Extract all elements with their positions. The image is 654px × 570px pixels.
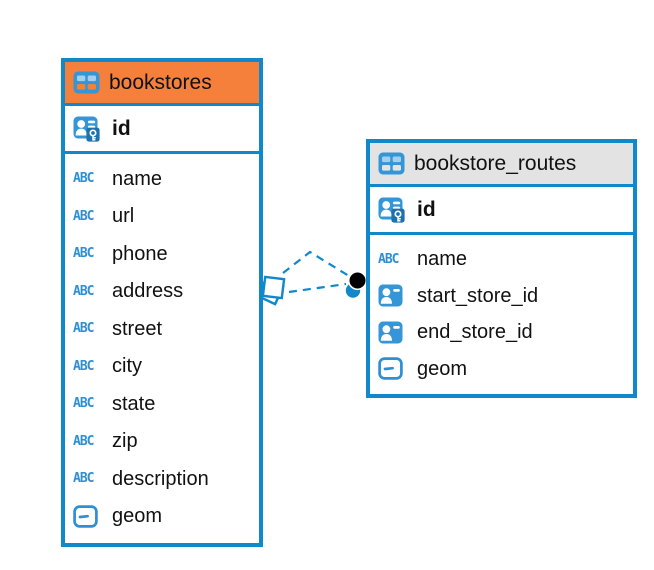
text-icon-slot: ABC (73, 285, 103, 298)
text-type-icon: ABC (73, 396, 95, 412)
table-title: bookstore_routes (414, 152, 577, 175)
column-row-state[interactable]: ABC state (65, 385, 259, 423)
text-icon-slot: ABC (73, 322, 103, 335)
column-name: name (417, 248, 468, 271)
foreign-key-icon-slot (378, 284, 408, 307)
text-icon-slot: ABC (73, 472, 103, 485)
column-name: street (112, 317, 163, 340)
column-name: state (112, 392, 156, 415)
table-title: bookstores (109, 71, 212, 94)
geometry-icon-slot (73, 505, 103, 528)
primary-key-name: id (417, 198, 436, 221)
geometry-type-icon (73, 505, 98, 528)
text-icon-slot: ABC (73, 172, 103, 185)
text-icon-slot: ABC (73, 210, 103, 223)
column-row-name[interactable]: ABC name (65, 160, 259, 198)
table-icon (73, 71, 100, 94)
column-row-phone[interactable]: ABC phone (65, 235, 259, 273)
text-type-icon: ABC (378, 251, 400, 267)
column-row-geom[interactable]: geom (65, 498, 259, 536)
text-type-icon: ABC (73, 283, 95, 299)
geometry-icon-slot (378, 357, 408, 380)
column-row-name[interactable]: ABC name (370, 241, 633, 278)
column-row-start_store_id[interactable]: start_store_id (370, 278, 633, 315)
foreign-key-icon-slot (378, 321, 408, 344)
column-name: city (112, 355, 142, 378)
primary-key-icon (378, 196, 408, 223)
column-row-geom[interactable]: geom (370, 351, 633, 388)
geometry-type-icon (378, 357, 403, 380)
primary-key-name: id (112, 117, 131, 140)
relationship-line-1[interactable] (282, 250, 350, 277)
column-name: end_store_id (417, 321, 533, 344)
column-name: name (112, 167, 163, 190)
column-row-street[interactable]: ABC street (65, 310, 259, 348)
relationship-line-2[interactable] (288, 282, 347, 294)
table-header-bookstore-routes[interactable]: bookstore_routes (370, 143, 633, 187)
table-icon (378, 152, 405, 175)
text-type-icon: ABC (73, 358, 95, 374)
table-header-bookstores[interactable]: bookstores (65, 62, 259, 106)
column-row-url[interactable]: ABC url (65, 198, 259, 236)
text-icon-slot: ABC (73, 435, 103, 448)
column-row-zip[interactable]: ABC zip (65, 423, 259, 461)
foreign-key-icon (378, 321, 403, 344)
column-row-description[interactable]: ABC description (65, 460, 259, 498)
column-name: phone (112, 242, 168, 265)
column-name: geom (417, 357, 468, 380)
text-type-icon: ABC (73, 246, 95, 262)
text-icon-slot: ABC (73, 360, 103, 373)
primary-key-icon (73, 115, 103, 142)
text-type-icon: ABC (73, 171, 95, 187)
column-name: start_store_id (417, 284, 539, 307)
text-icon-slot: ABC (73, 247, 103, 260)
column-name: description (112, 467, 209, 490)
column-row-address[interactable]: ABC address (65, 273, 259, 311)
relationship-source-marker-icon[interactable] (256, 275, 286, 306)
text-icon-slot: ABC (378, 253, 408, 266)
text-type-icon: ABC (73, 433, 95, 449)
foreign-key-icon (378, 284, 403, 307)
table-bookstore-routes[interactable]: bookstore_routes id ABC name start_store_i… (366, 139, 637, 398)
text-type-icon: ABC (73, 321, 95, 337)
text-type-icon: ABC (73, 208, 95, 224)
primary-key-row[interactable]: id (65, 106, 259, 154)
column-name: url (112, 205, 135, 228)
column-row-end_store_id[interactable]: end_store_id (370, 314, 633, 351)
text-icon-slot: ABC (73, 397, 103, 410)
column-row-city[interactable]: ABC city (65, 348, 259, 386)
text-type-icon: ABC (73, 471, 95, 487)
column-name: address (112, 280, 184, 303)
primary-key-row[interactable]: id (370, 187, 633, 235)
relationship-target-marker-icon[interactable] (345, 270, 368, 298)
column-name: geom (112, 505, 163, 528)
column-name: zip (112, 430, 138, 453)
